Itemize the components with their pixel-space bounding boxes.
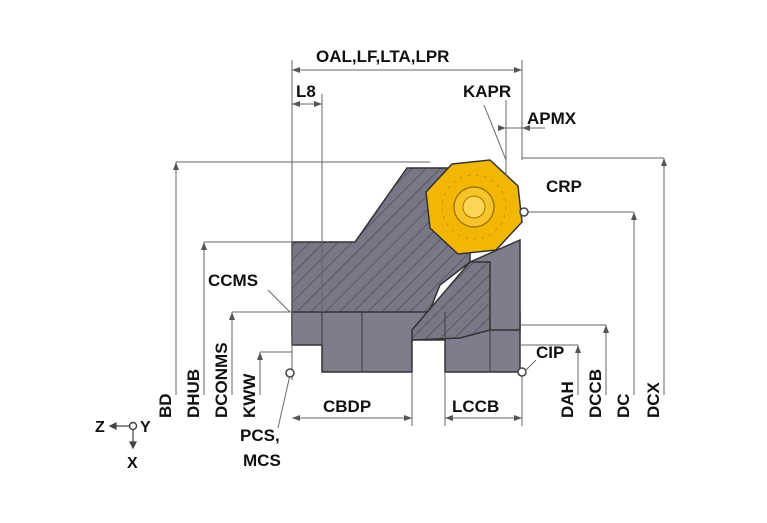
tool-body — [291, 167, 521, 373]
label-mcs: MCS — [243, 451, 281, 470]
label-ccms: CCMS — [208, 271, 258, 290]
crp-point — [519, 207, 529, 217]
arrowheads — [173, 67, 667, 421]
label-dhub: DHUB — [184, 369, 203, 418]
label-bd: BD — [156, 393, 175, 418]
label-kww: KWW — [240, 373, 259, 418]
dimension-lines — [175, 60, 665, 429]
label-cip: CIP — [536, 343, 564, 362]
label-dconms: DCONMS — [212, 342, 231, 418]
label-l8: L8 — [296, 82, 316, 101]
label-dccb: DCCB — [586, 369, 605, 418]
label-pcs: PCS, — [240, 426, 280, 445]
label-apmx: APMX — [527, 109, 577, 128]
label-dcx: DCX — [644, 381, 663, 418]
label-dc: DC — [614, 393, 633, 418]
cip-point — [517, 367, 527, 377]
label-crp: CRP — [546, 177, 582, 196]
label-dah: DAH — [558, 381, 577, 418]
label-lccb: LCCB — [452, 397, 499, 416]
insert-edge-ring — [441, 174, 507, 240]
reference-points — [128, 207, 529, 431]
label-axis-z: Z — [95, 419, 105, 436]
octagonal-insert — [425, 159, 523, 255]
coordinate-origin — [128, 421, 138, 431]
label-oal: OAL,LF,LTA,LPR — [316, 47, 449, 66]
label-axis-y: Y — [140, 419, 151, 436]
pcs-point — [285, 368, 295, 378]
label-axis-x: X — [127, 455, 138, 472]
label-cbdp: CBDP — [323, 397, 371, 416]
coordinate-axes — [108, 422, 137, 450]
label-kapr: KAPR — [463, 82, 511, 101]
insert-screw — [462, 195, 486, 219]
